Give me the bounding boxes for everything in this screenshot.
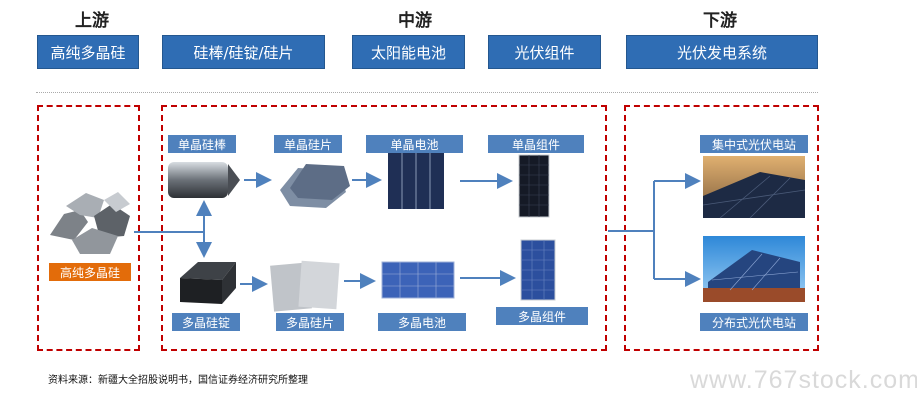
mono-ingot-image: [168, 162, 240, 198]
mono-module-label: 单晶组件: [488, 135, 584, 153]
mono-wafer-label: 单晶硅片: [274, 135, 342, 153]
source-note: 资料来源：新疆大全招股说明书，国信证券经济研究所整理: [48, 375, 308, 386]
chain-box-system: 光伏发电系统: [626, 35, 818, 69]
chain-box-wafer: 硅棒/硅锭/硅片: [162, 35, 325, 69]
raw-polysilicon-label: 高纯多晶硅: [49, 263, 131, 281]
poly-cell-label: 多晶电池: [378, 313, 466, 331]
centralized-pv-station-image: [702, 156, 806, 219]
upstream-region: [37, 105, 140, 351]
distributed-pv-station-image: [703, 236, 805, 302]
chain-box-polysilicon: 高纯多晶硅: [37, 35, 139, 69]
poly-module-label: 多晶组件: [496, 307, 588, 325]
flow-arrows: [134, 172, 701, 292]
stage-downstream: 下游: [703, 11, 737, 31]
mono-ingot-label: 单晶硅棒: [168, 135, 236, 153]
mono-cell-label: 单晶电池: [366, 135, 463, 153]
poly-wafer-image: [270, 260, 340, 312]
separator-line: [36, 92, 818, 93]
stage-upstream: 上游: [75, 11, 109, 31]
stage-midstream: 中游: [398, 11, 432, 31]
distributed-pv-label: 分布式光伏电站: [700, 313, 808, 331]
polysilicon-chunks-image: [50, 192, 130, 254]
mono-cell-image: [388, 153, 444, 209]
mono-wafer-image: [280, 164, 350, 208]
poly-module-image: [520, 239, 556, 301]
chain-box-module: 光伏组件: [488, 35, 601, 69]
chain-box-cell: 太阳能电池: [352, 35, 465, 69]
poly-ingot-image: [180, 262, 236, 304]
watermark: www.767stock.com: [690, 366, 917, 394]
mono-module-image: [518, 154, 550, 218]
poly-cell-image: [381, 261, 455, 299]
downstream-region: [624, 105, 819, 351]
poly-ingot-label: 多晶硅锭: [172, 313, 240, 331]
poly-wafer-label: 多晶硅片: [276, 313, 344, 331]
centralized-pv-label: 集中式光伏电站: [700, 135, 808, 153]
midstream-region: [161, 105, 607, 351]
